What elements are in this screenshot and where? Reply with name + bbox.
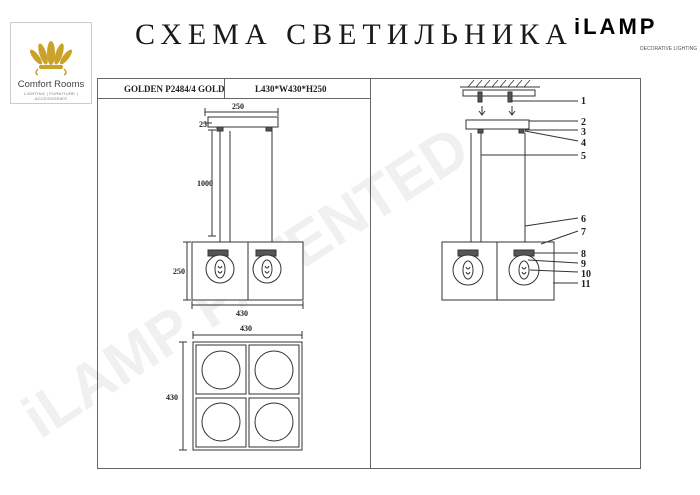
exploded-view [441, 79, 579, 301]
header-cell-divider [224, 78, 225, 99]
logo-subtitle: LIGHTING | FURNITURE | ACCESSORIES [23, 91, 78, 101]
callout-6: 6 [581, 214, 586, 225]
callout-11: 11 [581, 279, 590, 290]
callout-2: 2 [581, 117, 586, 128]
crown-feathers-icon [29, 41, 73, 76]
comfort-rooms-logo: Comfort Rooms LIGHTING | FURNITURE | ACC… [10, 22, 92, 104]
callout-7: 7 [581, 227, 586, 238]
frame-divider [370, 78, 371, 468]
dim-body-height: 250 [173, 267, 185, 276]
model-name: GOLDEN P2484/4 GOLD [124, 84, 225, 94]
plan-view [179, 331, 303, 451]
front-elevation [183, 108, 304, 309]
logo-name: Comfort Rooms [17, 79, 85, 90]
dim-plan-width: 430 [240, 324, 252, 333]
dim-plan-depth: 430 [166, 393, 178, 402]
ilamp-logo: iLAMP [574, 14, 658, 39]
callout-1: 1 [581, 96, 586, 107]
header-rule [97, 98, 370, 99]
dim-cable-length: 1000 [197, 179, 213, 188]
dim-body-width: 430 [236, 309, 248, 318]
ilamp-subtitle: DECORATIVE LIGHTING [640, 46, 698, 52]
callout-9: 9 [581, 259, 586, 270]
callout-4: 4 [581, 138, 586, 149]
callout-3: 3 [581, 127, 586, 138]
callout-10: 10 [581, 269, 591, 280]
callout-5: 5 [581, 151, 586, 162]
model-size: L430*W430*H250 [255, 84, 327, 94]
drawing-frame [97, 78, 641, 469]
page-title: СХЕМА СВЕТИЛЬНИКА [135, 18, 573, 51]
dim-top-width: 250 [232, 102, 244, 111]
dim-canopy-offset: 25 [199, 120, 207, 129]
callout-8: 8 [581, 249, 586, 260]
